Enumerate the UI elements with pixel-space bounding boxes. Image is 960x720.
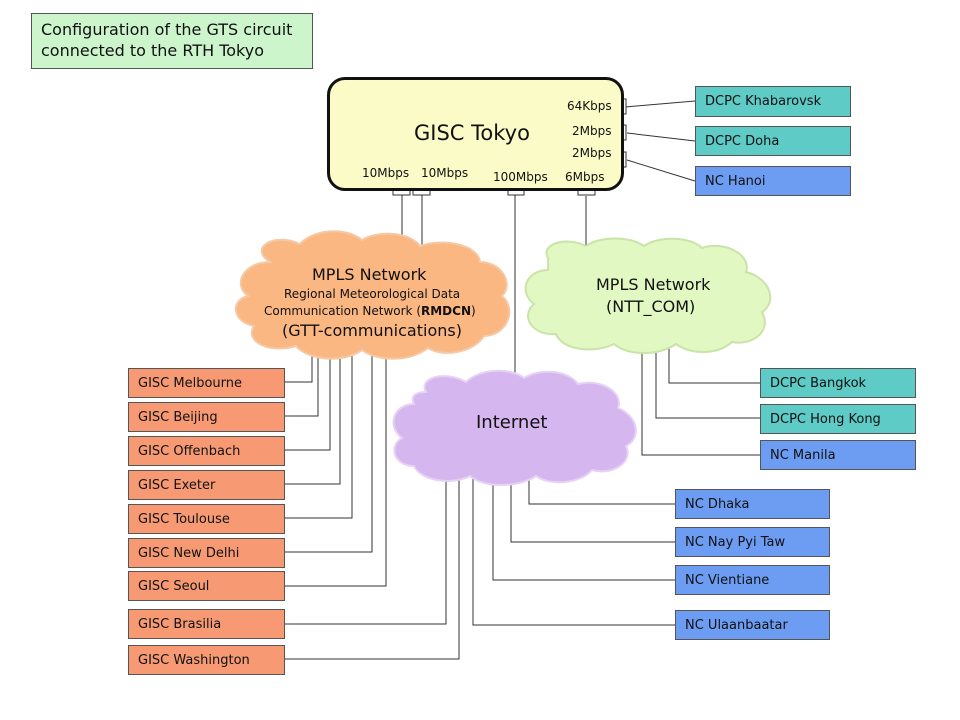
ntt-operator: (NTT_COM) [606,297,696,316]
port-label-10mbps-a: 10Mbps [362,166,410,180]
ntt-title: MPLS Network [596,275,711,294]
rmdcn-line-3: Communication Network (RMDCN) [264,304,476,318]
gisc-beijing-box: GISC Beijing [128,402,285,432]
gisc-melbourne-box: GISC Melbourne [128,368,285,398]
gisc-seoul-box: GISC Seoul [128,571,285,601]
port-label-100mbps: 100Mbps [493,170,548,184]
gisc-new-delhi-box: GISC New Delhi [128,538,285,568]
dcpc-bangkok-box: DCPC Bangkok [760,368,916,398]
rmdcn-operator: (GTT-communications) [282,321,462,340]
rmdcn-cloud-shape [235,230,511,360]
dcpc-khabarovsk-box: DCPC Khabarovsk [695,86,851,117]
gisc-tokyo-node [327,77,624,191]
nc-nay-pyi-taw-box: NC Nay Pyi Taw [675,527,830,557]
ntt-cloud-shape [524,237,772,354]
port-label-2mbps-doha: 2Mbps [572,124,612,138]
rmdcn-title: MPLS Network [312,265,427,284]
diagram-title: Configuration of the GTS circuit connect… [31,13,313,69]
gisc-tokyo-label: GISC Tokyo [414,121,530,145]
nc-hanoi-box: NC Hanoi [695,166,851,196]
gisc-exeter-box: GISC Exeter [128,470,285,500]
internet-cloud-shape [392,369,637,486]
port-label-10mbps-b: 10Mbps [421,166,469,180]
nc-ulaanbaatar-box: NC Ulaanbaatar [675,610,830,640]
internet-cloud-label: Internet [476,412,548,433]
rmdcn-line-2: Regional Meteorological Data [284,287,461,301]
gisc-washington-box: GISC Washington [128,645,285,675]
nc-dhaka-box: NC Dhaka [675,489,830,519]
port-label-6mbps: 6Mbps [565,170,605,184]
nc-vientiane-box: NC Vientiane [675,565,830,595]
port-label-2mbps-hanoi: 2Mbps [572,146,612,160]
dcpc-doha-box: DCPC Doha [695,126,851,156]
dcpc-hong-kong-box: DCPC Hong Kong [760,404,916,434]
title-line-1: Configuration of the GTS circuit [41,20,293,39]
port-label-64kbps: 64Kbps [567,99,612,113]
gisc-brasilia-box: GISC Brasilia [128,609,285,639]
gisc-toulouse-box: GISC Toulouse [128,504,285,534]
nc-manila-box: NC Manila [760,440,916,470]
gisc-offenbach-box: GISC Offenbach [128,436,285,466]
title-line-2: connected to the RTH Tokyo [41,41,264,60]
